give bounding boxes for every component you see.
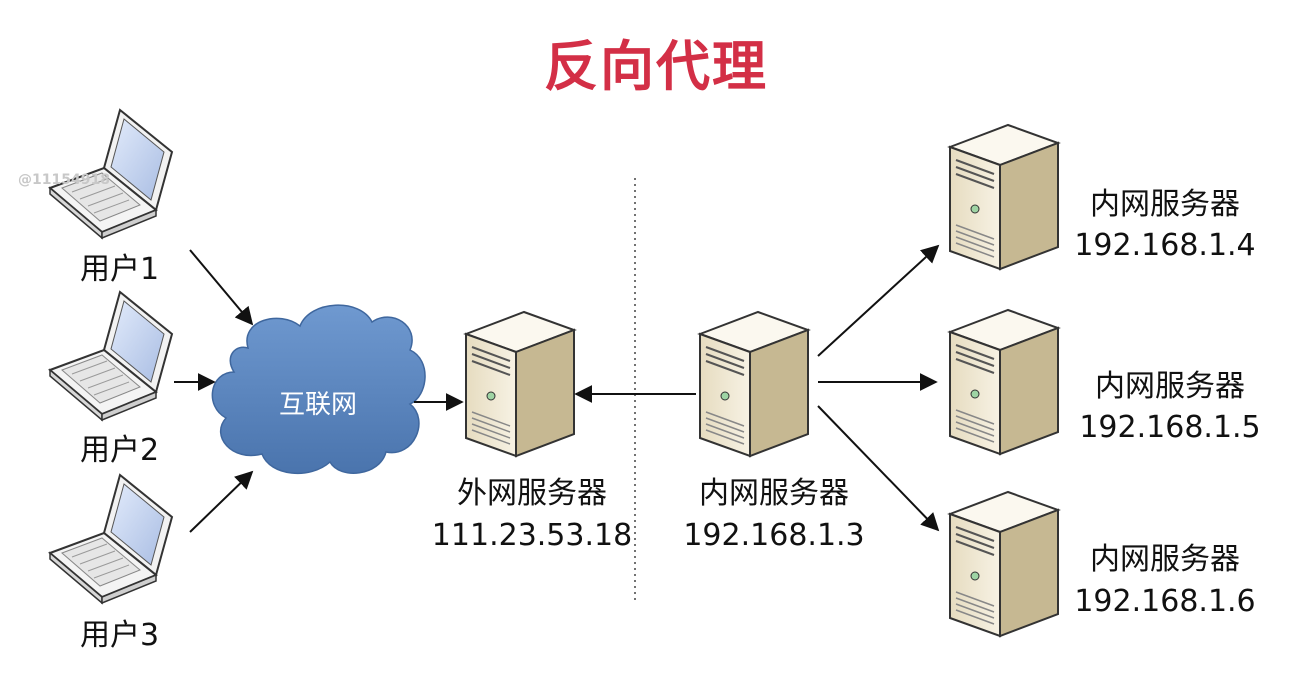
backend-server-name: 内网服务器 [1095, 369, 1245, 404]
backend-server-ip: 192.168.1.4 [1074, 228, 1256, 263]
laptop-icon [49, 474, 173, 604]
user-label: 用户1 [80, 252, 160, 287]
watermark: @11154918 [18, 172, 110, 188]
external-server-icon [465, 311, 575, 457]
internet-label: 互联网 [278, 390, 358, 420]
laptop-icon [49, 291, 173, 421]
external-server-name: 外网服务器 [457, 476, 607, 511]
arrow-proxy-to-backend-1 [817, 244, 940, 357]
arrow-user3-to-internet [189, 470, 254, 533]
arrow-proxy-to-backend-3 [817, 405, 940, 532]
page-title: 反向代理 [544, 35, 768, 98]
backend-server-ip: 192.168.1.5 [1079, 410, 1261, 445]
backend-server-name: 内网服务器 [1090, 187, 1240, 222]
proxy-server-name: 内网服务器 [699, 476, 849, 511]
arrow-user1-to-internet [189, 249, 254, 326]
proxy-server-ip: 192.168.1.3 [683, 518, 865, 553]
backend-server-name: 内网服务器 [1090, 542, 1240, 577]
external-server-ip: 111.23.53.18 [431, 518, 633, 553]
proxy-server-icon [699, 311, 809, 457]
backend-server-ip: 192.168.1.6 [1074, 584, 1256, 619]
user-label: 用户2 [80, 433, 160, 468]
backend-server-icon [949, 124, 1059, 270]
user-label: 用户3 [80, 618, 160, 653]
backend-server-icon [949, 491, 1059, 637]
internet-cloud-icon [211, 304, 426, 475]
backend-server-icon [949, 309, 1059, 455]
